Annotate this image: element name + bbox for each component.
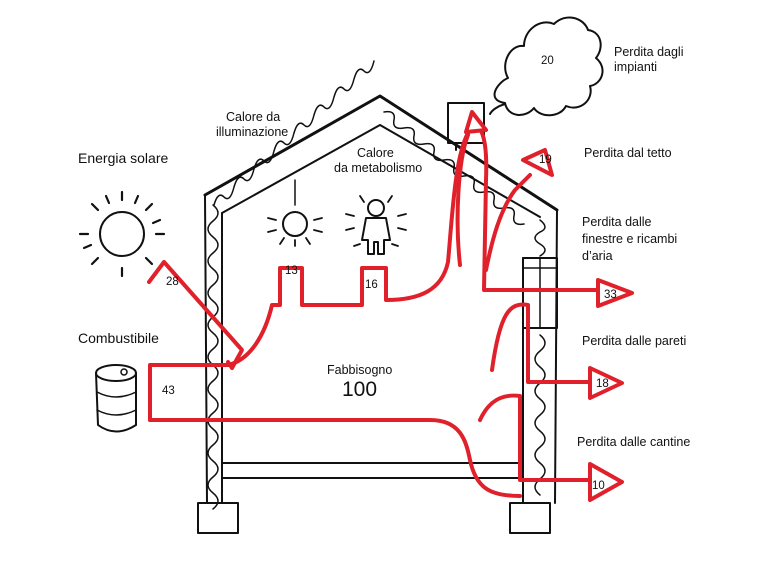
calore-illuminazione-line-1: Calore da bbox=[226, 110, 280, 124]
impianti-arrowhead bbox=[464, 110, 488, 134]
combustibile-label: Combustibile bbox=[78, 330, 159, 346]
perdita-tetto-label: Perdita dal tetto bbox=[584, 146, 672, 160]
cantine-arrowhead bbox=[588, 462, 624, 502]
perdita-finestre-line-1: Perdita dalle bbox=[582, 215, 652, 229]
roof-outer-line bbox=[203, 94, 559, 212]
value-impianti: 20 bbox=[541, 55, 554, 67]
value-pareti: 18 bbox=[596, 378, 609, 390]
tetto-flow bbox=[484, 173, 532, 272]
smoke-cloud-icon bbox=[489, 16, 604, 117]
labels: Energia solare Combustibile Calore da il… bbox=[78, 45, 690, 449]
energia-solare-label: Energia solare bbox=[78, 150, 168, 166]
value-tetto: 19 bbox=[539, 154, 552, 166]
energy-flows bbox=[147, 110, 634, 502]
perdita-impianti-line-1: Perdita dagli bbox=[614, 45, 684, 59]
cantine-flow bbox=[478, 393, 592, 482]
light-bulb-icon bbox=[267, 179, 323, 247]
fabbisogno-value: 100 bbox=[342, 378, 377, 401]
roof-insulation-right bbox=[383, 110, 525, 226]
perdita-cantine-label: Perdita dalle cantine bbox=[577, 435, 690, 449]
house-structure bbox=[197, 60, 559, 534]
tetto-arrowhead bbox=[521, 148, 554, 177]
fuel-barrel-icon bbox=[95, 364, 137, 433]
perdita-finestre-line-3: d’aria bbox=[582, 249, 613, 263]
solar-flow bbox=[147, 260, 244, 370]
value-solare: 28 bbox=[166, 276, 179, 288]
right-wall-upper-insulation bbox=[534, 219, 546, 257]
calore-illuminazione-line-2: illuminazione bbox=[216, 125, 288, 139]
value-labels: 28 43 13 16 20 19 33 18 10 bbox=[162, 55, 617, 492]
foundation-right bbox=[509, 502, 551, 534]
foundation-left bbox=[197, 502, 239, 534]
sun-icon bbox=[78, 190, 166, 278]
right-wall-insulation bbox=[534, 334, 546, 496]
value-cantine: 10 bbox=[592, 480, 605, 492]
calore-metabolismo-line-2: da metabolismo bbox=[334, 161, 422, 175]
finestre-arrowhead bbox=[596, 278, 634, 308]
left-wall-outer bbox=[204, 194, 208, 504]
value-illuminazione: 13 bbox=[285, 265, 298, 277]
value-combustibile: 43 bbox=[162, 385, 175, 397]
perdita-finestre-line-2: finestre e ricambi bbox=[582, 232, 677, 246]
fuel-flow bbox=[148, 363, 230, 422]
perdita-pareti-label: Perdita dalle pareti bbox=[582, 334, 686, 348]
value-metabolismo: 16 bbox=[365, 279, 378, 291]
calore-metabolismo-line-1: Calore bbox=[357, 146, 394, 160]
left-wall-insulation bbox=[207, 204, 219, 510]
person-icon bbox=[345, 195, 407, 255]
perdita-impianti-line-2: impianti bbox=[614, 60, 657, 74]
impianti-flow bbox=[455, 133, 470, 267]
value-finestre: 33 bbox=[604, 289, 617, 301]
pareti-flow bbox=[490, 302, 592, 384]
right-wall-outer bbox=[554, 209, 558, 504]
pareti-arrowhead bbox=[588, 366, 624, 400]
roof-insulation-left bbox=[213, 60, 375, 206]
fabbisogno-label: Fabbisogno bbox=[327, 363, 392, 377]
